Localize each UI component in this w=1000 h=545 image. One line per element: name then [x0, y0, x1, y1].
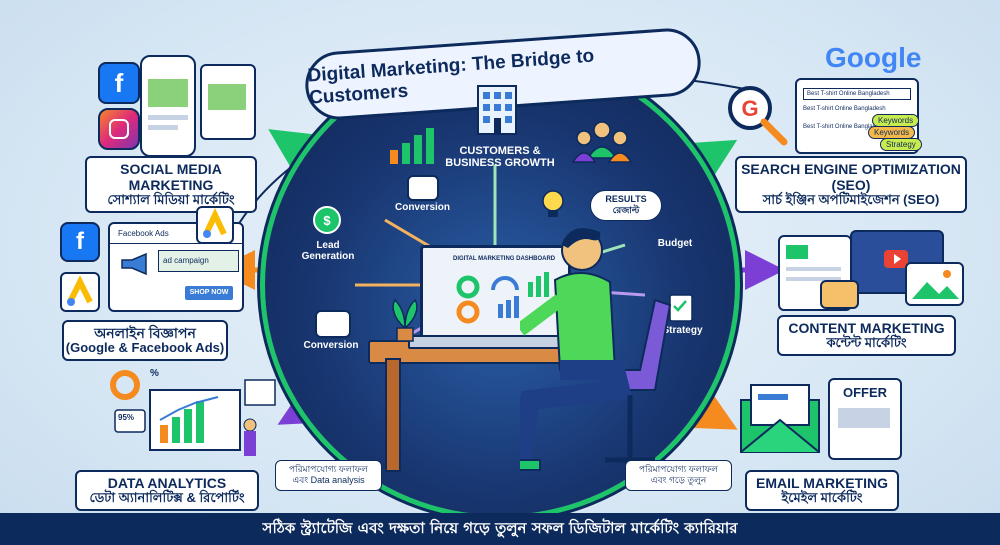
- ad-campaign-text: ad campaign: [158, 250, 239, 272]
- budget-label: Budget: [657, 238, 693, 249]
- lead-icon: $: [313, 206, 341, 234]
- content-label: CONTENT MARKETING কন্টেন্ট মার্কেটিং: [777, 315, 956, 357]
- laptop-screen: DIGITAL MARKETING DASHBOARD: [420, 245, 571, 346]
- customers-icon: [572, 121, 632, 163]
- lightbulb-icon: [542, 190, 564, 217]
- shop-now-button[interactable]: SHOP NOW: [185, 286, 233, 300]
- offer-text: OFFER: [842, 385, 888, 400]
- conversion-bottom-label: Conversion: [303, 340, 359, 351]
- instagram-icon: [98, 108, 140, 150]
- google-ads-icon: [60, 272, 100, 312]
- growth-label: CUSTOMERS & BUSINESS GROWTH: [445, 145, 555, 169]
- analytics-en: DATA ANALYTICS: [107, 475, 227, 491]
- results-bn: রেজাল্ট: [612, 205, 640, 216]
- percent-symbol: %: [150, 368, 159, 379]
- social-label: SOCIAL MEDIA MARKETING সোশ্যাল মিডিয়া ম…: [85, 156, 257, 214]
- lead-label: Lead Generation: [301, 240, 355, 262]
- analytics-illustration: [110, 370, 276, 456]
- social-bn: সোশ্যাল মিডিয়া মার্কেটিং: [107, 192, 235, 208]
- content-note-card: [820, 280, 859, 309]
- envelope-icon: [740, 384, 820, 453]
- seo-bn: সার্চ ইঞ্জিন অপটিমাইজেশন (SEO): [762, 192, 940, 208]
- svg-text:G: G: [741, 96, 758, 121]
- seo-result-2: Best T-shirt Online Bangladesh: [803, 124, 886, 130]
- phone-mockup: [140, 55, 196, 157]
- ads-header: Facebook Ads: [110, 224, 242, 244]
- offer-card: OFFER: [828, 378, 902, 460]
- desk-leg: [385, 358, 401, 472]
- facebook-ads-icon: f: [60, 222, 100, 262]
- conversion-chart-icon: [407, 175, 439, 201]
- growth-chart-icon: [390, 128, 434, 164]
- ads-en: অনলাইন বিজ্ঞাপন: [94, 325, 196, 341]
- facebook-icon: f: [98, 62, 140, 104]
- ads-bn: (Google & Facebook Ads): [65, 340, 225, 356]
- svg-text:$: $: [323, 213, 331, 228]
- email-en: EMAIL MARKETING: [756, 475, 888, 491]
- building-icon: [477, 85, 517, 135]
- seo-en: SEARCH ENGINE OPTIMIZATION (SEO): [741, 161, 961, 194]
- content-en: CONTENT MARKETING: [788, 320, 945, 336]
- megaphone-icon: [121, 252, 147, 276]
- tablet-mockup: [200, 64, 256, 140]
- conversion-monitor-icon: [315, 310, 351, 338]
- results-bubble: RESULTS রেজাল্ট: [590, 190, 662, 221]
- analytics-bn: ডেটা অ্যানালিটিক্স & রিপোর্টিং: [89, 490, 245, 506]
- note-left: পরিমাপযোগ্য ফলাফল এবং Data analysis: [275, 460, 382, 491]
- magnifier-icon: G: [728, 86, 788, 146]
- dashboard-title: DIGITAL MARKETING DASHBOARD: [453, 256, 556, 262]
- seo-search-bar[interactable]: Best T-shirt Online Bangladesh: [803, 88, 911, 100]
- social-en: SOCIAL MEDIA MARKETING: [120, 161, 222, 194]
- note-right: পরিমাপযোগ্য ফলাফল এবং গড়ে তুলুন: [625, 460, 732, 491]
- results-en: RESULTS: [605, 194, 647, 204]
- content-bn: কন্টেন্ট মার্কেটিং: [826, 335, 907, 351]
- analytics-percent: 95%: [118, 413, 135, 422]
- strategy-clipboard-icon: [669, 294, 693, 322]
- keyword-tag-3: Strategy: [880, 138, 922, 151]
- ads-label: অনলাইন বিজ্ঞাপন (Google & Facebook Ads): [62, 320, 228, 362]
- plant-icon: [392, 298, 418, 342]
- person-illustration: [520, 228, 672, 471]
- conversion-top-label: Conversion: [394, 202, 450, 213]
- analytics-label: DATA ANALYTICS ডেটা অ্যানালিটিক্স & রিপো…: [75, 470, 259, 512]
- seo-label: SEARCH ENGINE OPTIMIZATION (SEO) সার্চ ই…: [735, 156, 967, 214]
- seo-result-1: Best T-shirt Online Bangladesh: [803, 106, 886, 112]
- email-label: EMAIL MARKETING ইমেইল মার্কেটিং: [745, 470, 899, 512]
- image-card: [905, 262, 964, 306]
- strategy-label: Strategy: [662, 325, 703, 336]
- email-bn: ইমেইল মার্কেটিং: [781, 490, 863, 506]
- google-ads-logo-icon: [196, 206, 234, 244]
- dashboard-charts: [456, 272, 549, 324]
- footer-banner: সঠিক স্ট্র্যাটেজি এবং দক্ষতা নিয়ে গড়ে …: [0, 513, 1000, 545]
- google-logo: Google: [825, 42, 922, 73]
